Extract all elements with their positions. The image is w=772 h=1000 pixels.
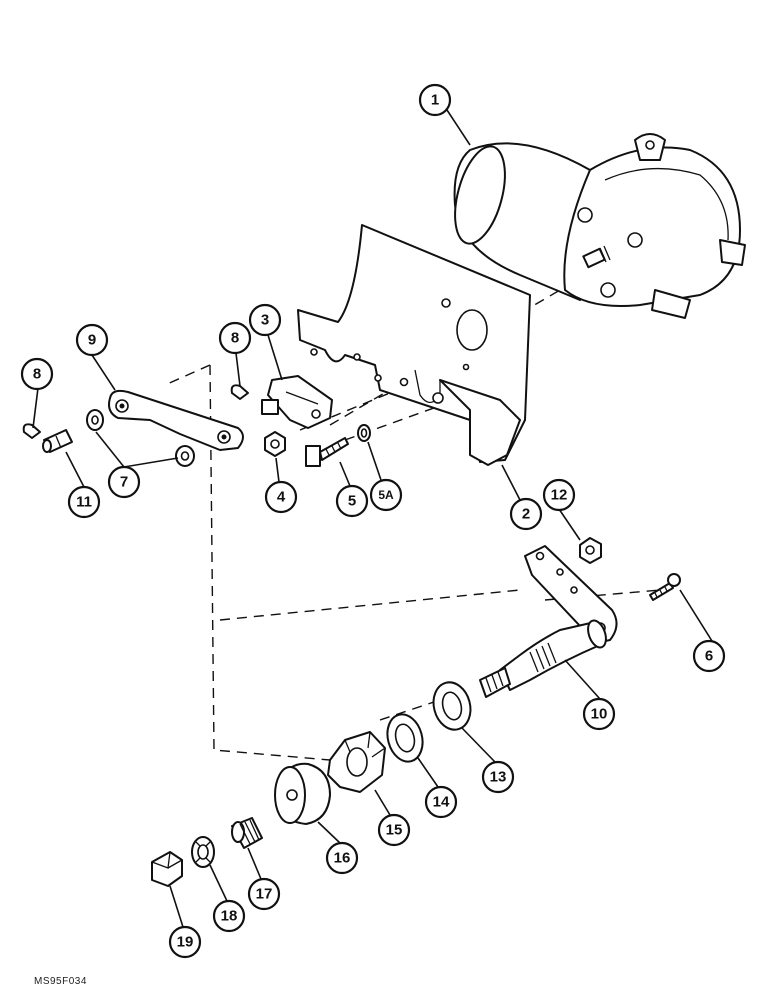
mounting-bracket-part bbox=[297, 224, 531, 466]
callout-6: 6 bbox=[692, 639, 726, 673]
wiper-motor-part bbox=[453, 133, 746, 319]
callout-2: 2 bbox=[509, 497, 543, 531]
callout-8-right: 8 bbox=[218, 321, 252, 355]
callout-9: 9 bbox=[75, 323, 109, 357]
svg-text:15: 15 bbox=[386, 822, 403, 839]
clip-8-right-part bbox=[230, 384, 249, 400]
bolt-5-part bbox=[305, 437, 349, 467]
splined-adapter-17-part bbox=[231, 817, 263, 849]
svg-text:13: 13 bbox=[490, 769, 507, 786]
washer-14-part bbox=[386, 713, 424, 763]
callout-12: 12 bbox=[542, 478, 576, 512]
svg-text:2: 2 bbox=[522, 506, 530, 523]
callout-18: 18 bbox=[212, 899, 246, 933]
acorn-nut-19-part bbox=[151, 851, 183, 887]
svg-text:16: 16 bbox=[334, 850, 351, 867]
callout-15: 15 bbox=[377, 813, 411, 847]
washer-7-lower-part bbox=[175, 445, 195, 467]
nut-4-part bbox=[264, 431, 286, 457]
svg-text:8: 8 bbox=[33, 366, 41, 383]
callout-5: 5 bbox=[335, 484, 369, 518]
svg-text:5: 5 bbox=[348, 493, 356, 510]
callout-4: 4 bbox=[264, 480, 298, 514]
svg-text:12: 12 bbox=[551, 487, 568, 504]
pin-11-part bbox=[42, 429, 73, 453]
svg-text:11: 11 bbox=[76, 494, 92, 511]
callout-1: 1 bbox=[418, 83, 452, 117]
callout-3: 3 bbox=[248, 303, 282, 337]
svg-text:4: 4 bbox=[277, 489, 286, 506]
pivot-shaft-part bbox=[479, 545, 618, 698]
washer-7-upper-part bbox=[86, 409, 104, 431]
callout-7: 7 bbox=[107, 465, 141, 499]
svg-text:8: 8 bbox=[231, 330, 239, 347]
spacer-16-part bbox=[274, 762, 331, 825]
drive-link-part bbox=[108, 389, 244, 451]
svg-text:5A: 5A bbox=[378, 488, 394, 502]
screw-6-part bbox=[649, 573, 681, 601]
leader-lines bbox=[32, 109, 713, 928]
svg-text:14: 14 bbox=[433, 794, 450, 811]
svg-text:17: 17 bbox=[256, 886, 273, 903]
callout-11: 11 bbox=[67, 485, 101, 519]
callout-19: 19 bbox=[168, 925, 202, 959]
clip-8-left-part bbox=[22, 423, 41, 439]
callout-13: 13 bbox=[481, 760, 515, 794]
svg-text:7: 7 bbox=[120, 474, 128, 491]
svg-text:10: 10 bbox=[591, 706, 608, 723]
reference-code: MS95F034 bbox=[34, 976, 87, 987]
svg-text:18: 18 bbox=[221, 908, 238, 925]
callout-17: 17 bbox=[247, 877, 281, 911]
callout-10: 10 bbox=[582, 697, 616, 731]
callout-14: 14 bbox=[424, 785, 458, 819]
hex-nut-15-part bbox=[327, 731, 386, 793]
svg-text:3: 3 bbox=[261, 312, 269, 329]
svg-text:1: 1 bbox=[431, 92, 439, 109]
washer-13-part bbox=[432, 681, 472, 731]
star-washer-18-part bbox=[191, 836, 215, 868]
callout-8-left: 8 bbox=[20, 357, 54, 391]
svg-text:9: 9 bbox=[88, 332, 96, 349]
lock-washer-5a-part bbox=[357, 424, 371, 442]
svg-text:6: 6 bbox=[705, 648, 713, 665]
callout-5a: 5A bbox=[369, 478, 403, 512]
svg-text:19: 19 bbox=[177, 934, 194, 951]
crank-arm-part bbox=[261, 375, 333, 429]
callout-16: 16 bbox=[325, 841, 359, 875]
nut-12-part bbox=[579, 537, 602, 564]
